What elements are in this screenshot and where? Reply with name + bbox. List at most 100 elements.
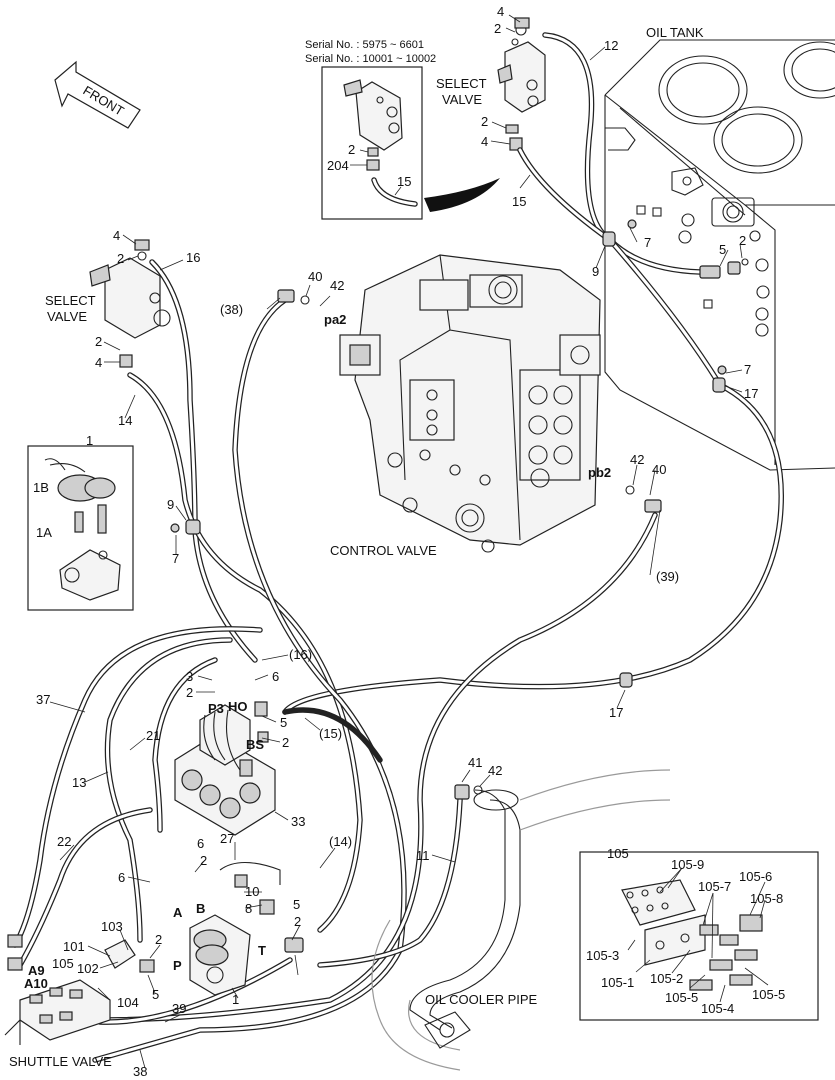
port-pa2: pa2 (324, 312, 346, 327)
callout: 4 (481, 134, 488, 149)
port-t: T (258, 943, 266, 958)
callout: 9 (167, 497, 174, 512)
callout: 13 (72, 775, 86, 790)
callout: (39) (656, 569, 679, 584)
callout: 2 (294, 914, 301, 929)
callout: 21 (146, 728, 160, 743)
select-valve-left (89, 239, 171, 368)
serial-line-1: Serial No. : 5975 ~ 6601 (305, 39, 424, 51)
callout: 22 (57, 834, 71, 849)
port-b: B (196, 901, 205, 916)
callout: 4 (497, 4, 504, 19)
serial-line-2: Serial No. : 10001 ~ 10002 (305, 53, 436, 65)
callout: 7 (644, 235, 651, 250)
callout: 12 (604, 38, 618, 53)
callout: 6 (272, 669, 279, 684)
callout: 5 (152, 987, 159, 1002)
callout-numbers: 4 2 12 2 4 15 204 2 15 7 9 5 2 7 17 4 2 … (33, 4, 785, 1079)
callout: 27 (220, 831, 234, 846)
callout: 1 (232, 992, 239, 1007)
callout: 5 (293, 897, 300, 912)
callout: 41 (468, 755, 482, 770)
callout: 9 (592, 264, 599, 279)
clamps (170, 219, 727, 688)
callout: 2 (155, 932, 162, 947)
callout: 2 (494, 21, 501, 36)
port-p: P (173, 958, 182, 973)
callout: 105-4 (701, 1001, 734, 1016)
callout: (15) (319, 726, 342, 741)
callout: (38) (220, 302, 243, 317)
callout: 15 (397, 174, 411, 189)
callout: 11 (416, 848, 430, 863)
pilot-block (174, 701, 276, 836)
callout: 42 (630, 452, 644, 467)
port-ho: HO (228, 699, 248, 714)
inset-item-105 (579, 851, 819, 1021)
port-p3: P3 (208, 701, 224, 716)
shuttle-valve-label: SHUTTLE VALVE (9, 1054, 112, 1069)
select-valve-top-label-1: SELECT (436, 76, 487, 91)
callout: 4 (113, 228, 120, 243)
callout: 42 (488, 763, 502, 778)
port-pb2: pb2 (588, 465, 611, 480)
port-a10: A10 (24, 976, 48, 991)
callout: 37 (36, 692, 50, 707)
callout: 10 (245, 884, 259, 899)
pilot-pump (189, 862, 304, 996)
inset-item-1 (27, 445, 134, 611)
port-a: A (173, 905, 183, 920)
callout: 2 (739, 233, 746, 248)
callout: 40 (308, 269, 322, 284)
callout: 2 (348, 142, 355, 157)
select-valve-left-label-1: SELECT (45, 293, 96, 308)
callout: 38 (133, 1064, 147, 1079)
callout: 6 (197, 836, 204, 851)
callout: 2 (186, 685, 193, 700)
callout: (14) (329, 834, 352, 849)
callout: 105-6 (739, 869, 772, 884)
callout: 16 (186, 250, 200, 265)
callout: 105-9 (671, 857, 704, 872)
callout: 42 (330, 278, 344, 293)
callout: 105-3 (586, 948, 619, 963)
oil-cooler-pipe (371, 769, 671, 1071)
callout: 39 (172, 1001, 186, 1016)
control-valve-label: CONTROL VALVE (330, 543, 437, 558)
oil-tank-label: OIL TANK (646, 25, 704, 40)
front-arrow: FRONT (54, 60, 141, 129)
callout: 15 (512, 194, 526, 209)
callout: 17 (744, 386, 758, 401)
callout: 2 (95, 334, 102, 349)
fittings (277, 258, 749, 800)
callout: 101 (63, 939, 85, 954)
callout: 40 (652, 462, 666, 477)
callout: 1A (36, 525, 52, 540)
oil-cooler-pipe-label: OIL COOLER PIPE (425, 992, 538, 1007)
callout: 17 (609, 705, 623, 720)
callout: 2 (481, 114, 488, 129)
callout: 14 (118, 413, 132, 428)
callout: 2 (282, 735, 289, 750)
callout: 6 (118, 870, 125, 885)
callout: 104 (117, 995, 139, 1010)
serial-inset: Serial No. : 5975 ~ 6601 Serial No. : 10… (305, 39, 500, 220)
callout: 105 (52, 956, 74, 971)
callout: 1 (86, 433, 93, 448)
hoses (12, 32, 784, 1063)
callout: 2 (200, 853, 207, 868)
callout: 105-5 (665, 990, 698, 1005)
callout: 5 (280, 715, 287, 730)
callout: 7 (172, 551, 179, 566)
control-valve (339, 254, 601, 553)
oil-tank (604, 39, 835, 471)
callout: 105-2 (650, 971, 683, 986)
callout: 2 (117, 251, 124, 266)
port-a9: A9 (28, 963, 45, 978)
callout: 5 (719, 242, 726, 257)
callout: 204 (327, 158, 349, 173)
callout: 105-1 (601, 975, 634, 990)
callout: 4 (95, 355, 102, 370)
callout: 8 (245, 901, 252, 916)
